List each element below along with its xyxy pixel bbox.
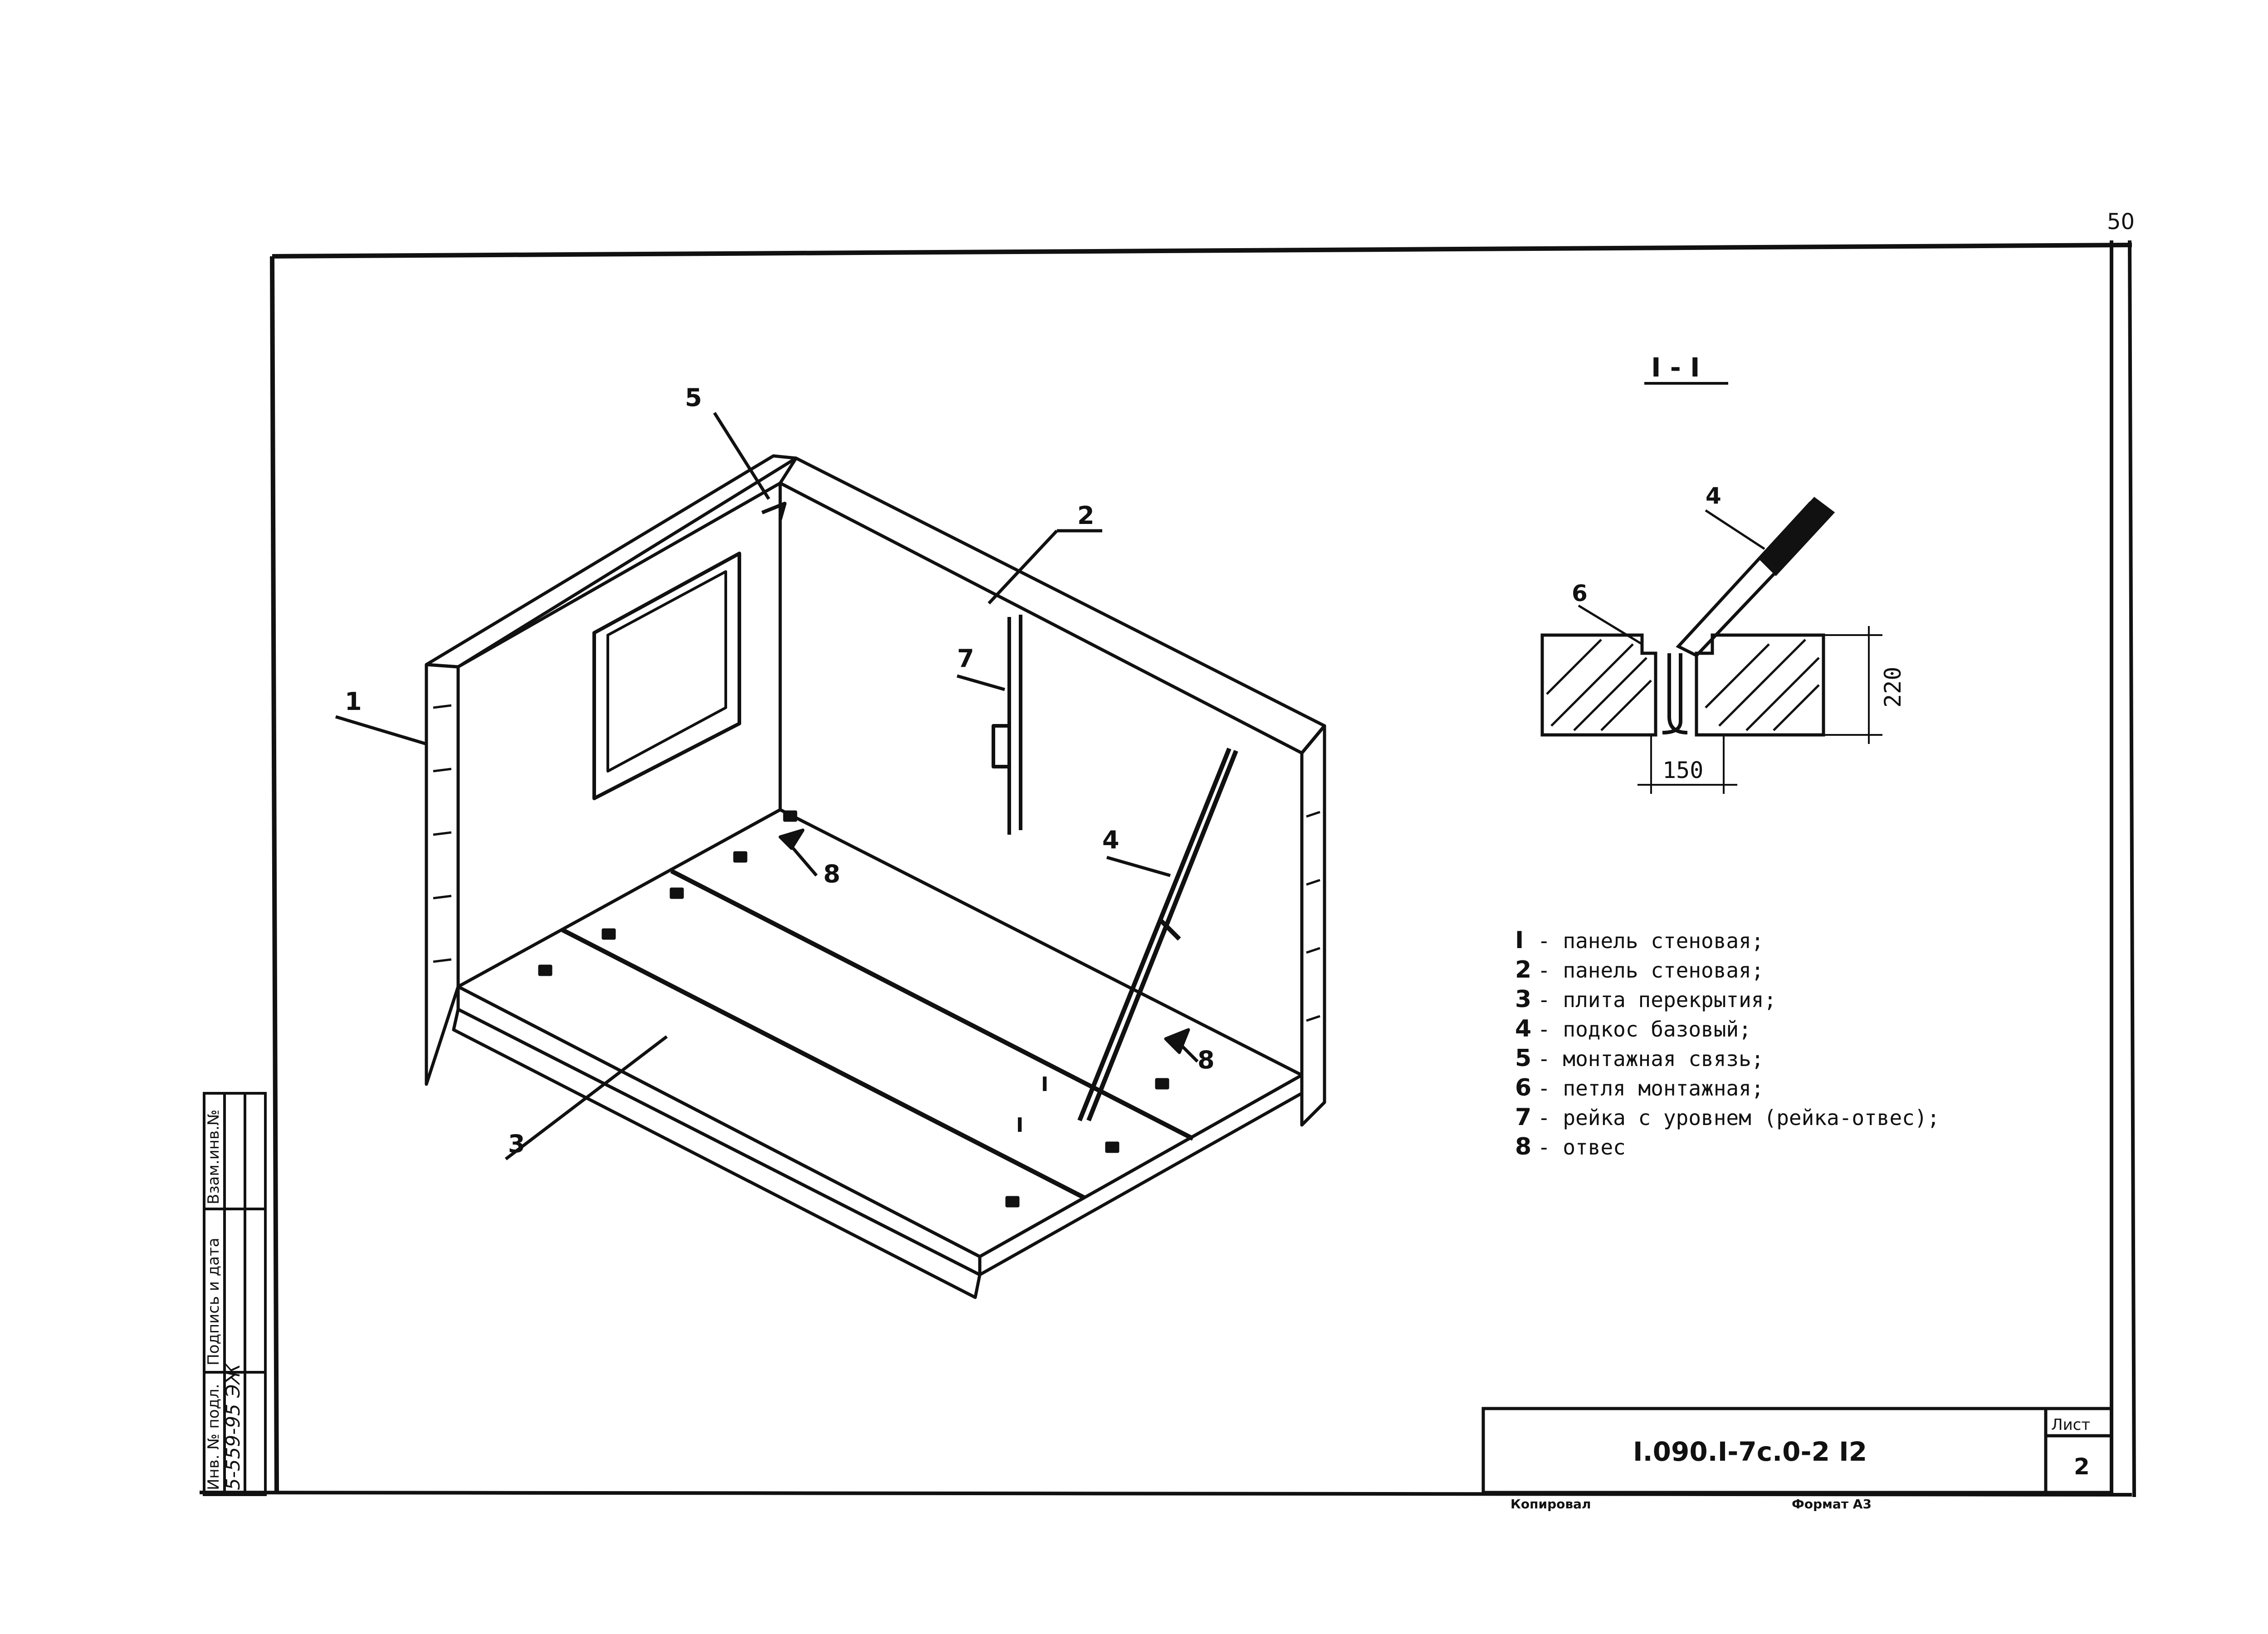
dim-height: 220 [1880,667,1906,708]
stamp-sign-label: Подпись и дата [205,1238,223,1365]
plumb-icon [1164,1028,1190,1054]
callout-2: 2 [1077,501,1095,530]
section-mark-bottom: I [1016,1114,1023,1137]
legend-num: I [1515,927,1524,954]
dim-width: 150 [1662,757,1703,783]
wall-panel-left [425,454,798,1086]
section-mark-top: I [1041,1073,1048,1096]
callout-8a: 8 [823,860,841,888]
floor-slabs [452,808,1304,1299]
document-code: I.090.I-7с.0-2 I2 [1633,1436,1867,1467]
legend-text: - рейка с уровнем (рейка-отвес); [1538,1106,1940,1130]
callout-3: 3 [508,1130,525,1158]
mounting-link-5 [761,502,787,520]
stamp-inv-label: Инв. № подл. [205,1384,223,1490]
footer-format: Формат А3 [1792,1497,1872,1512]
plumb-icon [778,828,805,850]
section-view [1540,497,1882,794]
brace-4 [1077,748,1238,1121]
rail-7 [992,615,1022,835]
legend-num: 7 [1515,1104,1531,1131]
legend: I - панель стеновая; 2 - панель стеновая… [1515,927,1940,1160]
section-title: I - I [1651,352,1700,383]
side-stamp [203,1092,267,1496]
legend-text: - отвес [1538,1135,1626,1159]
callout-5: 5 [685,383,702,412]
legend-text: - плита перекрытия; [1538,988,1776,1012]
legend-num: 5 [1515,1045,1531,1072]
isometric-drawing [335,412,1326,1299]
section-label-4: 4 [1706,483,1721,509]
legend-text: - подкос базовый; [1538,1017,1751,1042]
legend-num: 3 [1515,986,1531,1013]
sheet-number: 2 [2074,1453,2090,1480]
legend-num: 8 [1515,1133,1531,1160]
legend-num: 2 [1515,956,1531,983]
title-block [1481,1407,2113,1494]
legend-text: - панель стеновая; [1538,958,1764,983]
callout-7: 7 [957,644,974,673]
sheet-label: Лист [2051,1416,2090,1434]
legend-num: 6 [1515,1074,1531,1101]
callout-1: 1 [345,687,362,716]
legend-text: - монтажная связь; [1538,1047,1764,1071]
footer-copied: Копировал [1510,1497,1591,1512]
stamp-replace-label: Взам.инв.№ [205,1110,223,1204]
legend-num: 4 [1515,1015,1531,1042]
callout-8b: 8 [1198,1046,1215,1074]
legend-text: - панель стеновая; [1538,929,1764,953]
stamp-handwritten: 5-559-95 ЭЖ [222,1363,244,1490]
page-number: 50 [2107,209,2135,235]
sheet-frame [199,240,2136,1497]
section-label-6: 6 [1572,580,1588,607]
callout-4: 4 [1102,826,1119,854]
legend-text: - петля монтажная; [1538,1076,1764,1101]
